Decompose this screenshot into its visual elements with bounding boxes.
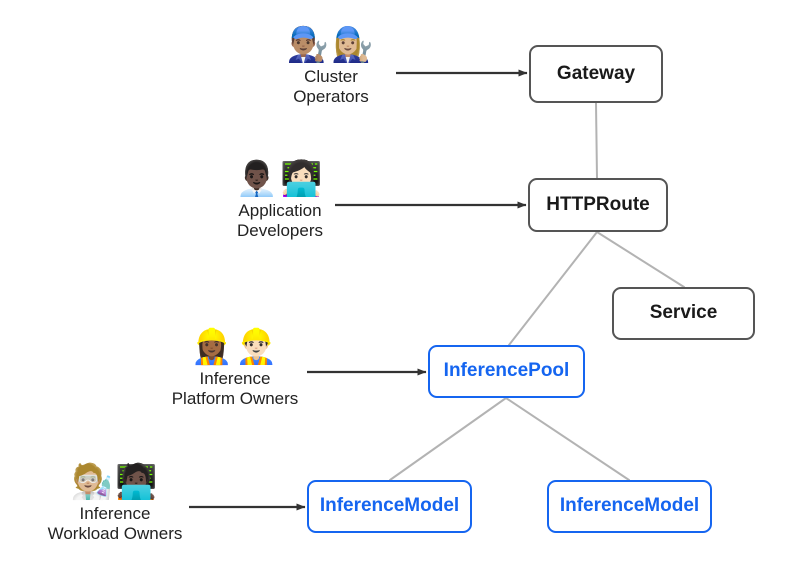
connector-inferencepool-inferencemodel-left	[389, 397, 507, 481]
node-service[interactable]: Service	[612, 287, 755, 340]
node-httproute[interactable]: HTTPRoute	[528, 178, 668, 232]
actor-label-inference-workload-owners: Inference Workload Owners	[47, 503, 183, 544]
node-inferencepool[interactable]: InferencePool	[428, 345, 585, 398]
node-gateway[interactable]: Gateway	[529, 45, 663, 103]
connector-httproute-service	[596, 231, 685, 288]
actor-arrows	[189, 69, 528, 511]
actor-application-developers: 👨🏿‍💼👩🏻‍💻Application Developers	[185, 160, 375, 242]
node-label-httproute: HTTPRoute	[546, 193, 650, 215]
connector-gateway-httproute	[595, 102, 598, 179]
connector-httproute-inferencepool	[508, 231, 598, 346]
connector-inferencepool-inferencemodel-right	[505, 397, 630, 481]
actor-inference-workload-owners: 🧑🏼‍🔬🧑🏿‍💻Inference Workload Owners	[20, 463, 210, 545]
actor-label-cluster-operators: Cluster Operators	[293, 66, 369, 107]
actor-inference-platform-owners: 👷🏾‍♀️👷🏻‍♂️Inference Platform Owners	[140, 328, 330, 410]
node-label-inferencemodel-right: InferenceModel	[559, 495, 700, 517]
node-label-inferencemodel-left: InferenceModel	[319, 495, 460, 517]
man-mechanic-icon: 👨🏽‍🔧👩🏼‍🔧	[286, 26, 376, 64]
man-office-worker-icon: 👨🏿‍💼👩🏻‍💻	[235, 160, 325, 198]
node-label-gateway: Gateway	[556, 62, 636, 84]
node-inferencemodel-right[interactable]: InferenceModel	[547, 480, 712, 533]
node-label-service: Service	[649, 302, 718, 324]
actor-cluster-operators: 👨🏽‍🔧👩🏼‍🔧Cluster Operators	[236, 26, 426, 108]
woman-construction-worker-icon: 👷🏾‍♀️👷🏻‍♂️	[190, 328, 280, 366]
scientist-icon: 🧑🏼‍🔬🧑🏿‍💻	[70, 463, 160, 501]
node-label-inferencepool: InferencePool	[443, 360, 570, 382]
actor-label-application-developers: Application Developers	[237, 200, 323, 241]
node-inferencemodel-left[interactable]: InferenceModel	[307, 480, 472, 533]
actor-label-inference-platform-owners: Inference Platform Owners	[171, 368, 299, 409]
